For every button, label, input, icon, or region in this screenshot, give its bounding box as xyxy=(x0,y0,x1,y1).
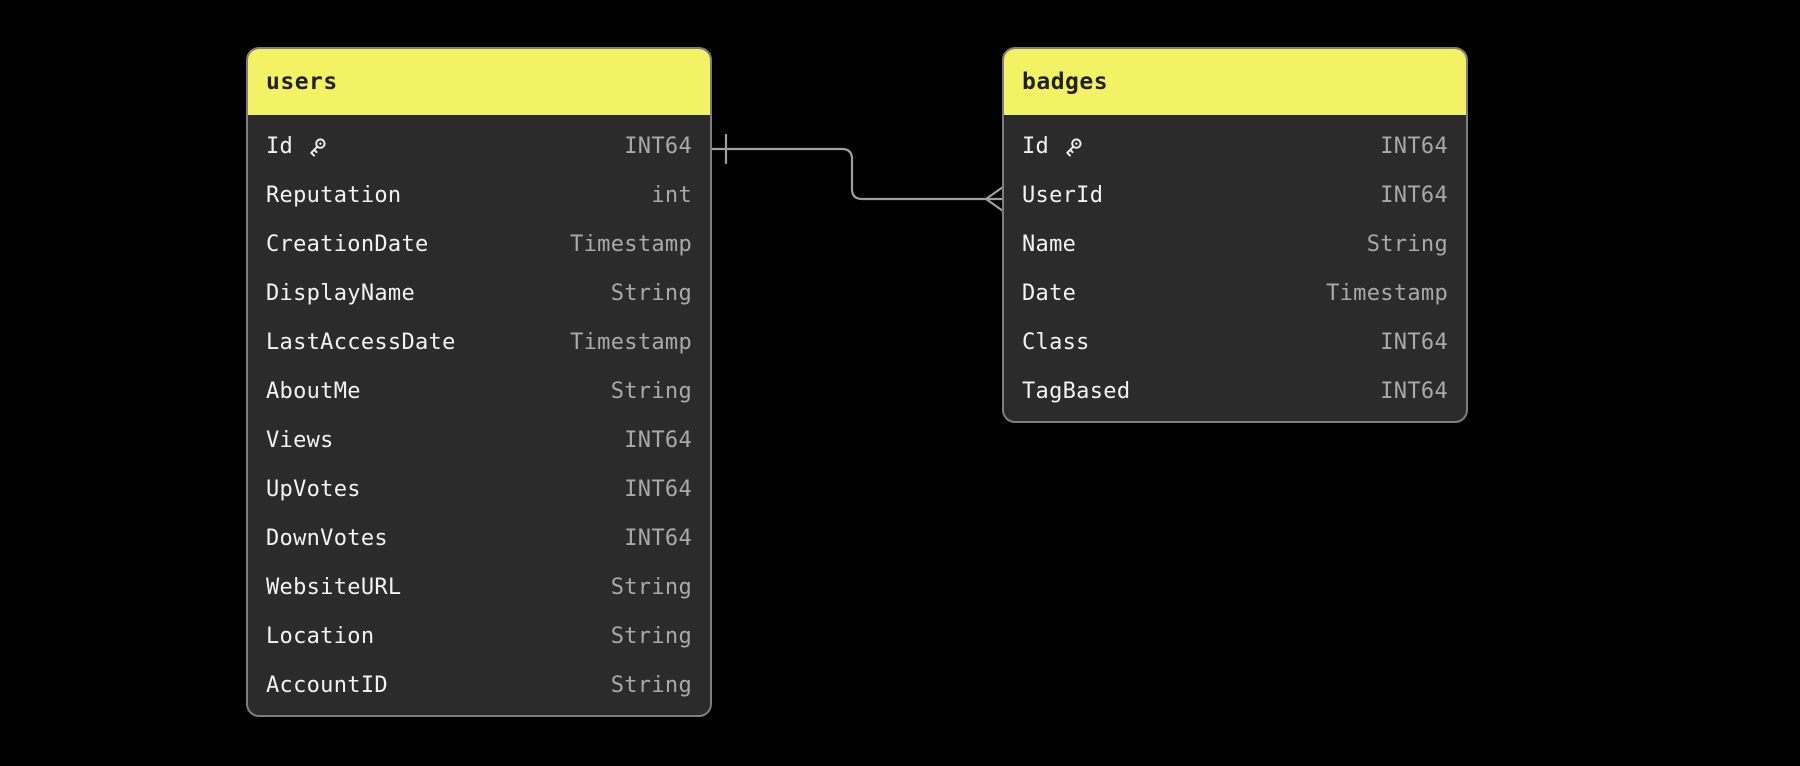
field-type: Timestamp xyxy=(570,232,692,257)
cardinality-many-marker xyxy=(984,185,1005,213)
field-row-date[interactable]: Date Timestamp xyxy=(1004,269,1466,318)
field-row-upvotes[interactable]: UpVotes INT64 xyxy=(248,465,710,514)
field-name: UserId xyxy=(1022,183,1104,208)
field-name: LastAccessDate xyxy=(266,330,456,355)
field-name: WebsiteURL xyxy=(266,575,402,600)
field-name: CreationDate xyxy=(266,232,429,257)
field-row-location[interactable]: Location String xyxy=(248,612,710,661)
field-type: INT64 xyxy=(1380,330,1448,355)
field-type: INT64 xyxy=(624,477,692,502)
field-type: INT64 xyxy=(624,526,692,551)
field-row-creationdate[interactable]: CreationDate Timestamp xyxy=(248,220,710,269)
field-type: int xyxy=(651,183,692,208)
relationship-line[interactable] xyxy=(710,147,988,201)
field-type: INT64 xyxy=(1380,183,1448,208)
field-name: TagBased xyxy=(1022,379,1131,404)
field-row-name[interactable]: Name String xyxy=(1004,220,1466,269)
field-row-class[interactable]: Class INT64 xyxy=(1004,318,1466,367)
field-row-websiteurl[interactable]: WebsiteURL String xyxy=(248,563,710,612)
field-type: INT64 xyxy=(624,134,692,159)
field-name: Views xyxy=(266,428,334,453)
field-name: Id xyxy=(1022,133,1087,161)
table-title: users xyxy=(266,69,338,95)
field-row-tagbased[interactable]: TagBased INT64 xyxy=(1004,367,1466,416)
field-row-displayname[interactable]: DisplayName String xyxy=(248,269,710,318)
field-type: String xyxy=(610,379,692,404)
table-users-header[interactable]: users xyxy=(248,49,710,115)
field-name: AccountID xyxy=(266,673,388,698)
field-row-aboutme[interactable]: AboutMe String xyxy=(248,367,710,416)
field-name: Location xyxy=(266,624,375,649)
field-name: DownVotes xyxy=(266,526,388,551)
field-row-reputation[interactable]: Reputation int xyxy=(248,171,710,220)
field-name: Date xyxy=(1022,281,1077,306)
field-name: Class xyxy=(1022,330,1090,355)
field-type: INT64 xyxy=(624,428,692,453)
table-title: badges xyxy=(1022,69,1109,95)
field-row-views[interactable]: Views INT64 xyxy=(248,416,710,465)
field-type: String xyxy=(610,575,692,600)
field-type: Timestamp xyxy=(1326,281,1448,306)
field-type: String xyxy=(610,673,692,698)
field-row-downvotes[interactable]: DownVotes INT64 xyxy=(248,514,710,563)
field-row-accountid[interactable]: AccountID String xyxy=(248,661,710,710)
field-name: DisplayName xyxy=(266,281,415,306)
primary-key-icon xyxy=(1066,137,1082,157)
field-name: AboutMe xyxy=(266,379,361,404)
field-type: INT64 xyxy=(1380,379,1448,404)
field-row-userid[interactable]: UserId INT64 xyxy=(1004,171,1466,220)
field-name: Name xyxy=(1022,232,1077,257)
field-name: UpVotes xyxy=(266,477,361,502)
field-row-id[interactable]: Id INT64 xyxy=(248,122,710,171)
field-type: String xyxy=(610,281,692,306)
field-type: String xyxy=(1366,232,1448,257)
table-badges-header[interactable]: badges xyxy=(1004,49,1466,115)
field-type: String xyxy=(610,624,692,649)
field-type: INT64 xyxy=(1380,134,1448,159)
relationship-users-id-badges-userid[interactable] xyxy=(710,133,1005,213)
field-name: Reputation xyxy=(266,183,402,208)
field-row-lastaccessdate[interactable]: LastAccessDate Timestamp xyxy=(248,318,710,367)
field-name: Id xyxy=(266,133,331,161)
field-type: Timestamp xyxy=(570,330,692,355)
primary-key-icon xyxy=(310,137,326,157)
field-row-id[interactable]: Id INT64 xyxy=(1004,122,1466,171)
